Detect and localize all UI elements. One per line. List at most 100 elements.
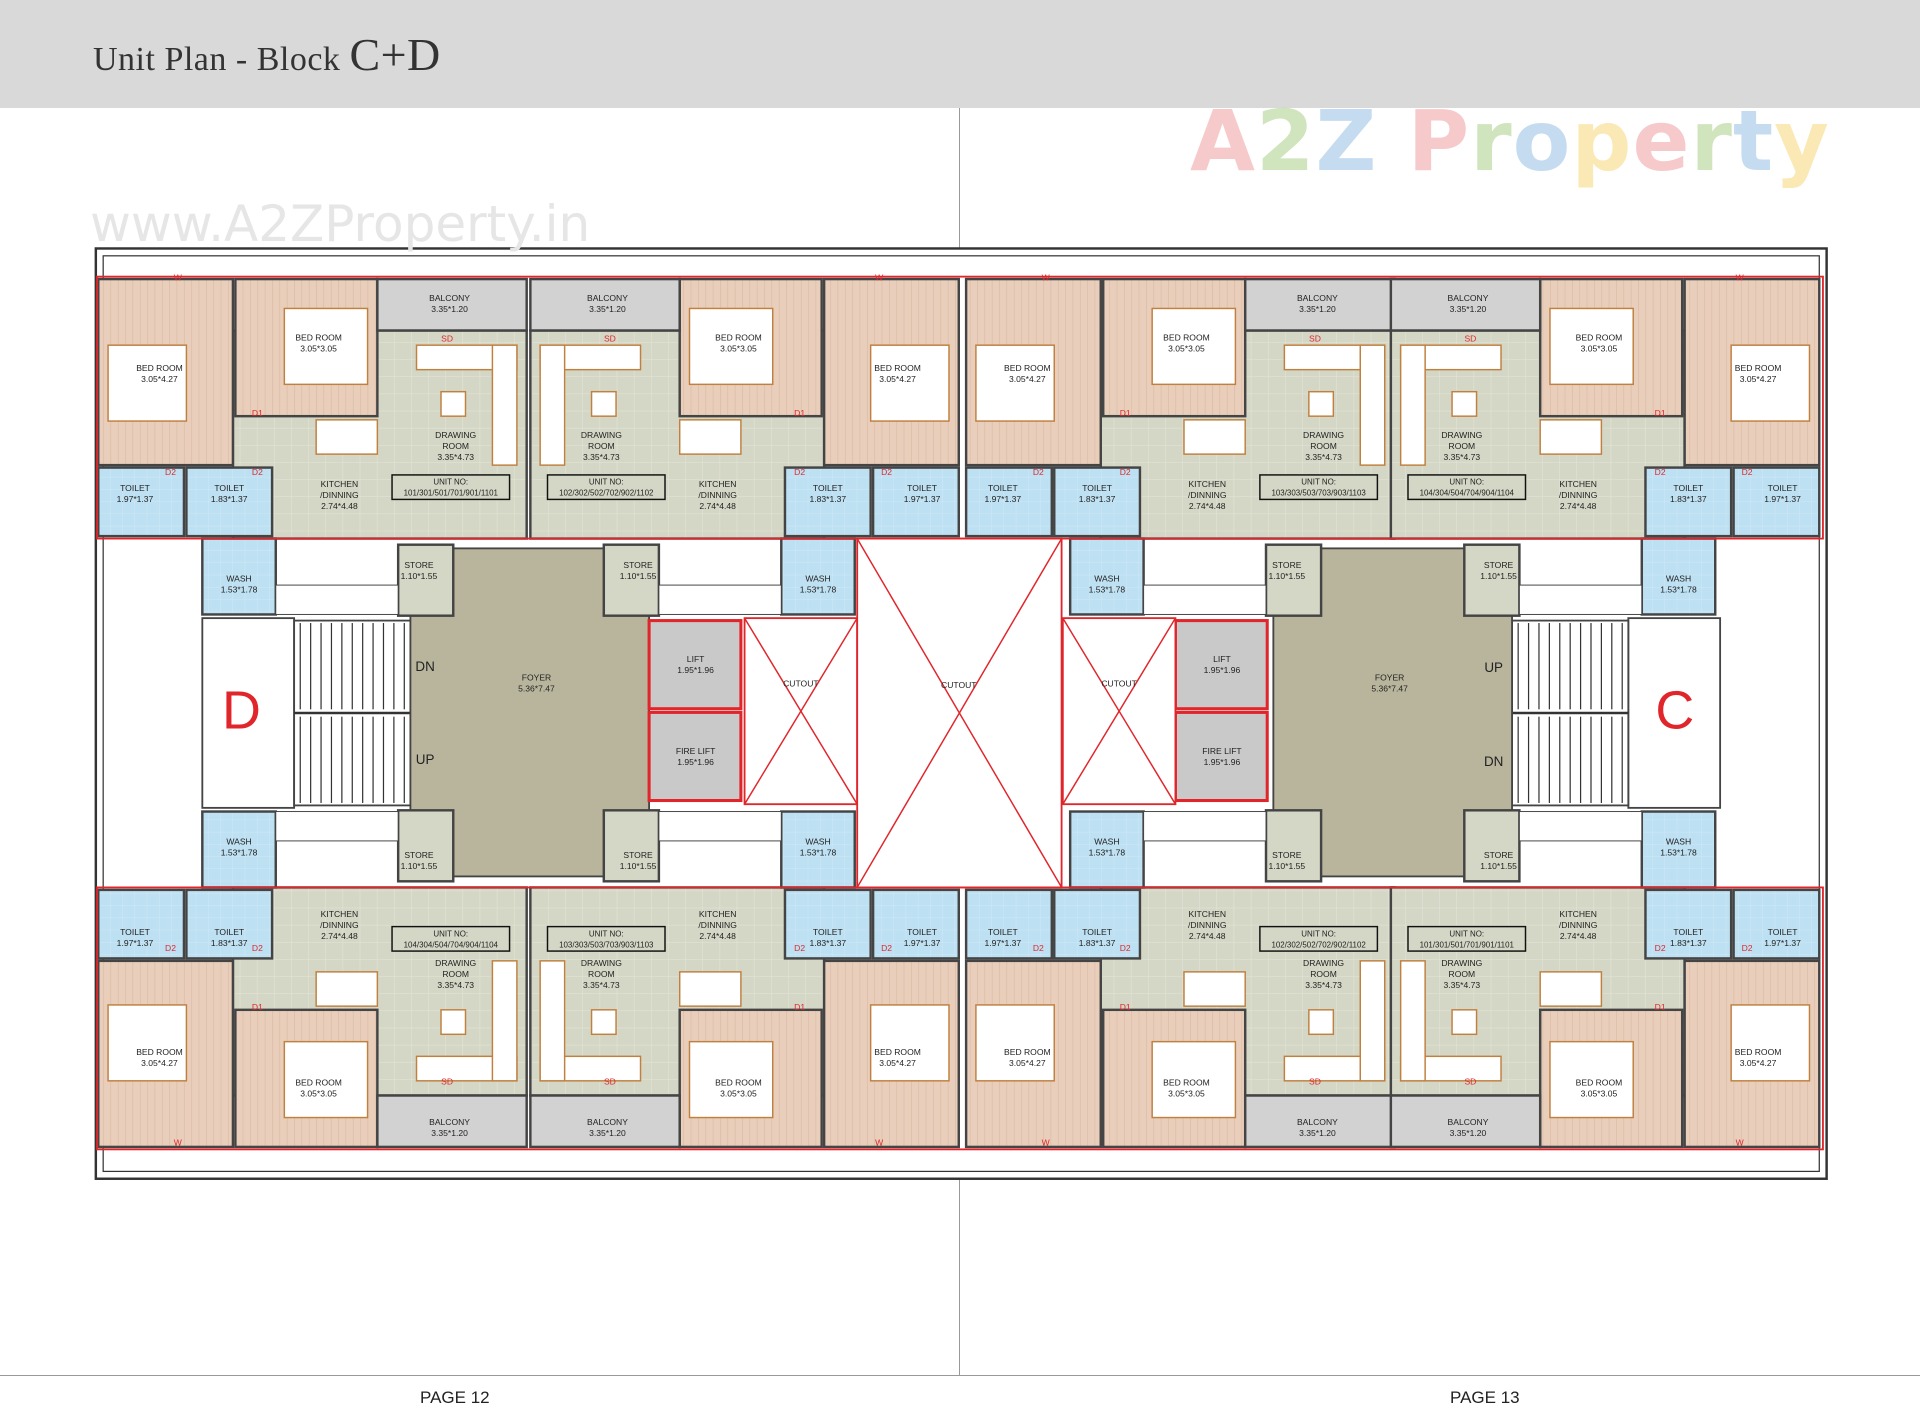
foyer-size: 5.36*7.47 (1371, 684, 1408, 694)
room-label-store: STORE (1484, 560, 1514, 570)
stair-dn-label: DN (1484, 754, 1503, 769)
door-tag-sd: SD (1464, 1076, 1476, 1086)
room-toilet-b (185, 466, 274, 538)
door-tag-sd: SD (1309, 334, 1321, 344)
dining-table (315, 419, 379, 455)
room-label-bed-small: BED ROOM (1163, 332, 1210, 342)
room-toilet-a (964, 466, 1054, 538)
room-balcony (376, 277, 528, 332)
room-counter (658, 584, 782, 615)
room-label-toilet-a: TOILET (988, 927, 1019, 937)
room-label-bed-small: BED ROOM (715, 332, 762, 342)
room-size-toilet-a: 1.97*1.37 (1764, 494, 1801, 504)
room-label-wash: WASH (226, 573, 251, 583)
room-label-toilet-b: TOILET (214, 483, 245, 493)
room-size-kitchen: 2.74*4.48 (321, 931, 358, 941)
room-name-drawing: DRAWING (435, 430, 476, 440)
room-balcony (529, 277, 681, 332)
door-tag-d1: D1 (252, 408, 263, 418)
unit-number-value: 102/302/502/702/902/1102 (559, 489, 654, 498)
room-toilet-a (1732, 888, 1821, 960)
title-prefix: Unit Plan - Block (93, 41, 350, 78)
door-tag-d2: D2 (1655, 467, 1666, 477)
watermark-letter: t (1732, 92, 1775, 190)
watermark-letter: 2 (1256, 92, 1316, 190)
room-toilet-b (1644, 888, 1733, 960)
room-counter (275, 811, 399, 842)
room-toilet-b (783, 466, 872, 538)
room-size-store: 1.10*1.55 (1269, 861, 1306, 871)
room-size-bed-small: 3.05*3.05 (1168, 343, 1205, 353)
room-store (1463, 543, 1521, 617)
room-size-bed-small: 3.05*3.05 (720, 1089, 757, 1099)
room-name2-kitchen: /DINNING (320, 920, 359, 930)
room-size-balcony: 3.35*1.20 (1299, 1128, 1336, 1138)
brand-watermark: A2Z Property (1190, 92, 1830, 190)
footer-line (0, 1375, 1920, 1376)
room-size-toilet-a: 1.97*1.37 (117, 938, 154, 948)
unit-7 (964, 809, 1396, 1149)
room-label-balcony: BALCONY (1297, 1117, 1338, 1127)
bed-furniture (1730, 344, 1811, 422)
cutout-label: CUTOUT (941, 680, 977, 690)
header-bar: Unit Plan - Block C+D (0, 0, 1920, 108)
door-tag-d2: D2 (794, 943, 805, 953)
dining-table (678, 419, 742, 455)
room-size-store: 1.10*1.55 (1480, 861, 1517, 871)
room-size-store: 1.10*1.55 (1480, 571, 1517, 581)
room-size-drawing: 3.35*4.73 (1305, 452, 1342, 462)
door-tag-d2: D2 (165, 467, 176, 477)
room-size-toilet-a: 1.97*1.37 (117, 494, 154, 504)
unit-number-label: UNIT NO: (589, 929, 624, 938)
room-label-bed-small: BED ROOM (1576, 1078, 1623, 1088)
cutout-cross (856, 538, 1063, 888)
outline-bottom-units (96, 886, 1824, 1151)
room-label-balcony: BALCONY (1297, 293, 1338, 303)
room-counter (1143, 584, 1267, 615)
room-size-drawing: 3.35*4.73 (583, 980, 620, 990)
block-letter-c: C (1655, 680, 1694, 740)
bed-furniture (1549, 1040, 1634, 1119)
room-toilet-a (871, 466, 960, 538)
room-name2-drawing: ROOM (442, 969, 469, 979)
building-inner-outline (102, 255, 1820, 1173)
room-wash (780, 537, 856, 616)
lift-size: 1.95*1.96 (1204, 665, 1241, 675)
room-size-store: 1.10*1.55 (620, 861, 657, 871)
room-size-bed-small: 3.05*3.05 (1581, 1089, 1618, 1099)
foyer-size: 5.36*7.47 (518, 684, 555, 694)
room-store (1264, 809, 1323, 883)
room-size-store: 1.10*1.55 (620, 571, 657, 581)
room-name-kitchen: KITCHEN (1559, 909, 1597, 919)
watermark-letter: r (1690, 92, 1733, 190)
room-size-balcony: 3.35*1.20 (1299, 304, 1336, 314)
unit-number-box (1407, 925, 1527, 952)
outline-top-units (96, 275, 1824, 540)
room-label-toilet-b: TOILET (214, 927, 245, 937)
unit-number-box (1407, 474, 1527, 501)
room-name2-kitchen: /DINNING (1188, 490, 1227, 500)
room-label-toilet-a: TOILET (1768, 927, 1799, 937)
unit-number-label: UNIT NO: (1449, 929, 1484, 938)
sofa (1359, 344, 1386, 466)
room-name-kitchen: KITCHEN (699, 909, 737, 919)
room-wash (780, 810, 856, 889)
room-label-bed-large: BED ROOM (1735, 1047, 1782, 1057)
room-size-bed-small: 3.05*3.05 (1581, 343, 1618, 353)
dining-table (1183, 419, 1246, 455)
door-tag-d1: D1 (1655, 1002, 1666, 1012)
unit-number-value: 104/304/504/704/904/1104 (404, 940, 499, 949)
door-tag-d2: D2 (1033, 467, 1044, 477)
room-label-wash: WASH (805, 837, 830, 847)
room-toilet-b (1053, 888, 1142, 960)
room-label-toilet-a: TOILET (1768, 483, 1799, 493)
room-name2-kitchen: /DINNING (1559, 490, 1598, 500)
room-balcony (529, 1094, 681, 1149)
room-name-drawing: DRAWING (435, 958, 476, 968)
bed-furniture (975, 1004, 1055, 1082)
room-size-drawing: 3.35*4.73 (583, 452, 620, 462)
bed-furniture (1730, 1004, 1811, 1082)
room-size-bed-small: 3.05*3.05 (720, 343, 757, 353)
room-label-toilet-b: TOILET (1082, 483, 1113, 493)
room-label-store: STORE (1272, 850, 1302, 860)
